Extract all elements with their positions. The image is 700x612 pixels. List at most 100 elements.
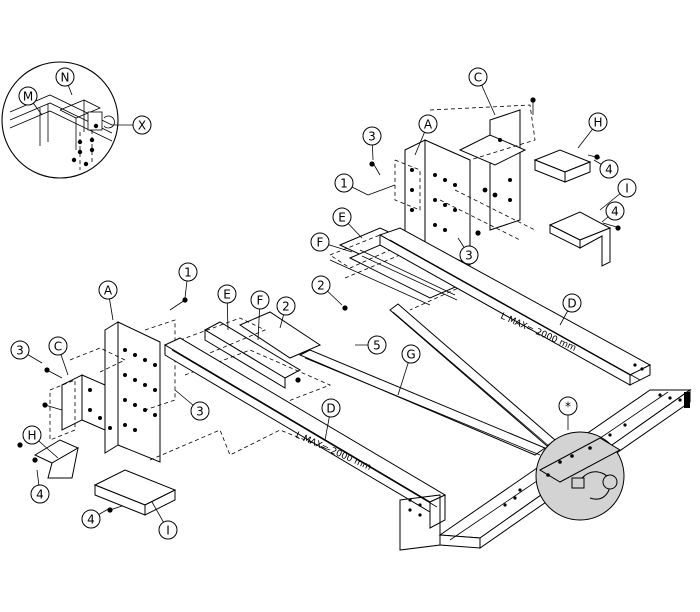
- callout-c-I-bot: I: [151, 501, 178, 540]
- callout-circle: [55, 67, 75, 87]
- callout-c-4-bot2: 4: [81, 507, 111, 529]
- callout-circle: [418, 114, 438, 134]
- callout-label: D: [326, 402, 335, 416]
- callout-label: F: [257, 294, 264, 308]
- callout-c-2-top: 2: [311, 275, 343, 306]
- callout-c-1-bot: 1: [178, 262, 198, 299]
- callout-c-F-bot: F: [250, 290, 270, 341]
- callout-circle: [30, 484, 50, 504]
- callout-c-D-top: D: [559, 293, 582, 326]
- callout-c-H-top: H: [577, 112, 608, 149]
- callout-circle: [321, 398, 341, 418]
- callout-circle: [98, 280, 118, 300]
- callout-c-3-top2: 3: [457, 237, 479, 265]
- callout-c-C-top: C: [468, 67, 496, 116]
- callout-circle: [276, 296, 296, 316]
- callout-c-1-top: 1: [334, 173, 369, 196]
- callout-c-3-bot1: 3: [10, 340, 43, 364]
- callout-c-N: N: [55, 67, 75, 96]
- callout-c-F-top: F: [310, 232, 353, 253]
- callout-label: 1: [340, 177, 348, 191]
- lower-side-bracket-assembly: [17, 297, 332, 516]
- callout-label: 1: [184, 266, 192, 280]
- callout-circle: [22, 425, 42, 445]
- callout-label: 4: [611, 205, 619, 219]
- callout-label: C: [54, 340, 62, 354]
- callout-label: E: [223, 288, 231, 302]
- diagonal-struts: [298, 303, 556, 456]
- callout-circle: [18, 86, 38, 106]
- callout-circle: [617, 178, 637, 198]
- callout-label: F: [317, 236, 324, 250]
- callout-c-3-top1: 3: [362, 126, 382, 161]
- callout-circle: [367, 335, 387, 355]
- upper-long-rail: [378, 227, 652, 386]
- callout-circle: [334, 173, 354, 193]
- callout-label: 3: [196, 405, 204, 419]
- callout-circle: [605, 201, 625, 221]
- callout-label: 3: [465, 249, 473, 263]
- callout-label: A: [424, 118, 433, 132]
- callout-c-C-bot: C: [48, 336, 69, 376]
- callout-label: C: [474, 71, 482, 85]
- callout-c-2-bot: 2: [276, 296, 296, 329]
- callout-c-E-bot: E: [217, 284, 237, 331]
- callout-circle: [562, 293, 582, 313]
- callout-c-I-top: I: [599, 178, 637, 211]
- callout-circle: [132, 115, 152, 135]
- callout-circle: [10, 340, 30, 360]
- callout-circle: [158, 520, 178, 540]
- callout-label: I: [166, 524, 170, 538]
- callout-c-A-top: A: [414, 114, 438, 156]
- callout-label: 5: [373, 339, 381, 353]
- callout-label: X: [138, 119, 146, 133]
- callout-c-E-top: E: [332, 207, 363, 239]
- callout-c-G: G: [397, 344, 421, 396]
- tow-hitch-detail: [535, 431, 625, 521]
- callout-label: A: [104, 284, 113, 298]
- callout-c-4-bot1: 4: [30, 469, 50, 504]
- callout-label: 2: [317, 279, 325, 293]
- callout-c-A-bot: A: [98, 280, 118, 321]
- callout-label: *: [565, 400, 571, 414]
- callout-label: H: [593, 116, 602, 130]
- callout-circle: [178, 262, 198, 282]
- callout-circle: [310, 232, 330, 252]
- callout-circle: [332, 207, 352, 227]
- callout-label: E: [338, 211, 346, 225]
- callout-c-5: 5: [355, 335, 387, 355]
- callout-label: I: [625, 182, 629, 196]
- lower-long-rail: [149, 337, 447, 529]
- callout-circle: [558, 396, 578, 416]
- callout-c-M: M: [18, 86, 43, 116]
- callout-label: 4: [605, 163, 613, 177]
- callout-circle: [217, 284, 237, 304]
- callout-label: G: [406, 348, 415, 362]
- callout-c-X: X: [112, 115, 152, 135]
- callout-circle: [468, 67, 488, 87]
- callout-circle: [599, 159, 619, 179]
- callout-circle: [81, 509, 101, 529]
- callout-label: 4: [36, 488, 44, 502]
- callout-circle: [459, 245, 479, 265]
- callout-label: H: [27, 429, 36, 443]
- callout-label: 2: [282, 300, 290, 314]
- callout-c-D-bot: D: [321, 398, 341, 441]
- callout-circle: [362, 126, 382, 146]
- detail-inset: [1, 61, 119, 179]
- callout-circle: [311, 275, 331, 295]
- callout-c-star: *: [558, 396, 578, 430]
- callout-label: N: [61, 71, 70, 85]
- callout-c-4-top1: 4: [593, 159, 619, 179]
- callout-circle: [48, 336, 68, 356]
- callout-circle: [588, 112, 608, 132]
- callout-label: 3: [16, 344, 24, 358]
- callout-c-3-bot2: 3: [174, 389, 210, 421]
- callout-c-H-bot: H: [22, 425, 59, 459]
- callout-c-4-top2: 4: [601, 201, 625, 223]
- callout-label: 3: [368, 130, 376, 144]
- callout-circle: [250, 290, 270, 310]
- callout-label: 4: [87, 513, 95, 527]
- callout-label: M: [23, 90, 33, 104]
